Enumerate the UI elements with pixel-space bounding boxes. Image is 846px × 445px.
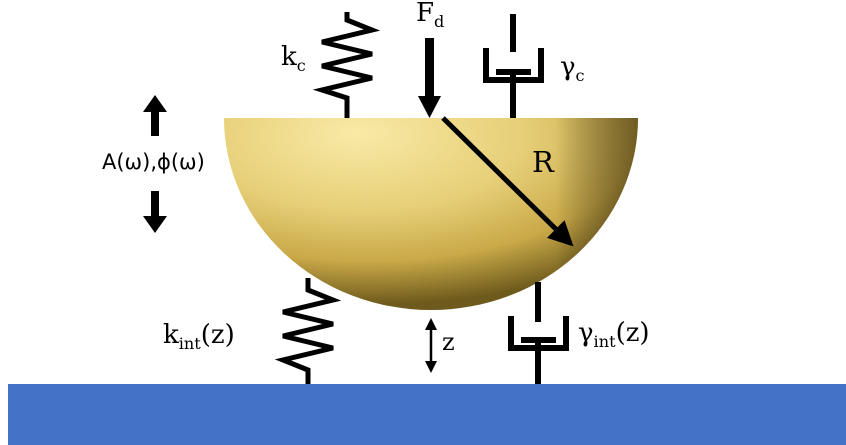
kc-label: kc [281, 42, 306, 75]
substrate [8, 384, 846, 445]
oscillation-arrows [143, 95, 167, 233]
fd-label: Fd [416, 0, 445, 31]
cantilever-damper [483, 14, 544, 118]
cantilever-spring [312, 12, 381, 118]
radius-label: R [532, 145, 554, 179]
gamma-c-label: γc [560, 52, 585, 85]
radius-arrow [441, 116, 574, 247]
kint-label: kint(z) [163, 320, 235, 353]
gap-arrow [425, 318, 437, 373]
hemisphere-shading [224, 118, 638, 310]
interaction-spring [274, 278, 342, 384]
driving-force-arrow [418, 38, 441, 118]
amplitude-phase-label: A(ω),ϕ(ω) [102, 150, 205, 174]
z-label: z [442, 328, 455, 356]
interaction-damper [508, 282, 569, 384]
gamma-int-label: γint(z) [578, 318, 650, 351]
